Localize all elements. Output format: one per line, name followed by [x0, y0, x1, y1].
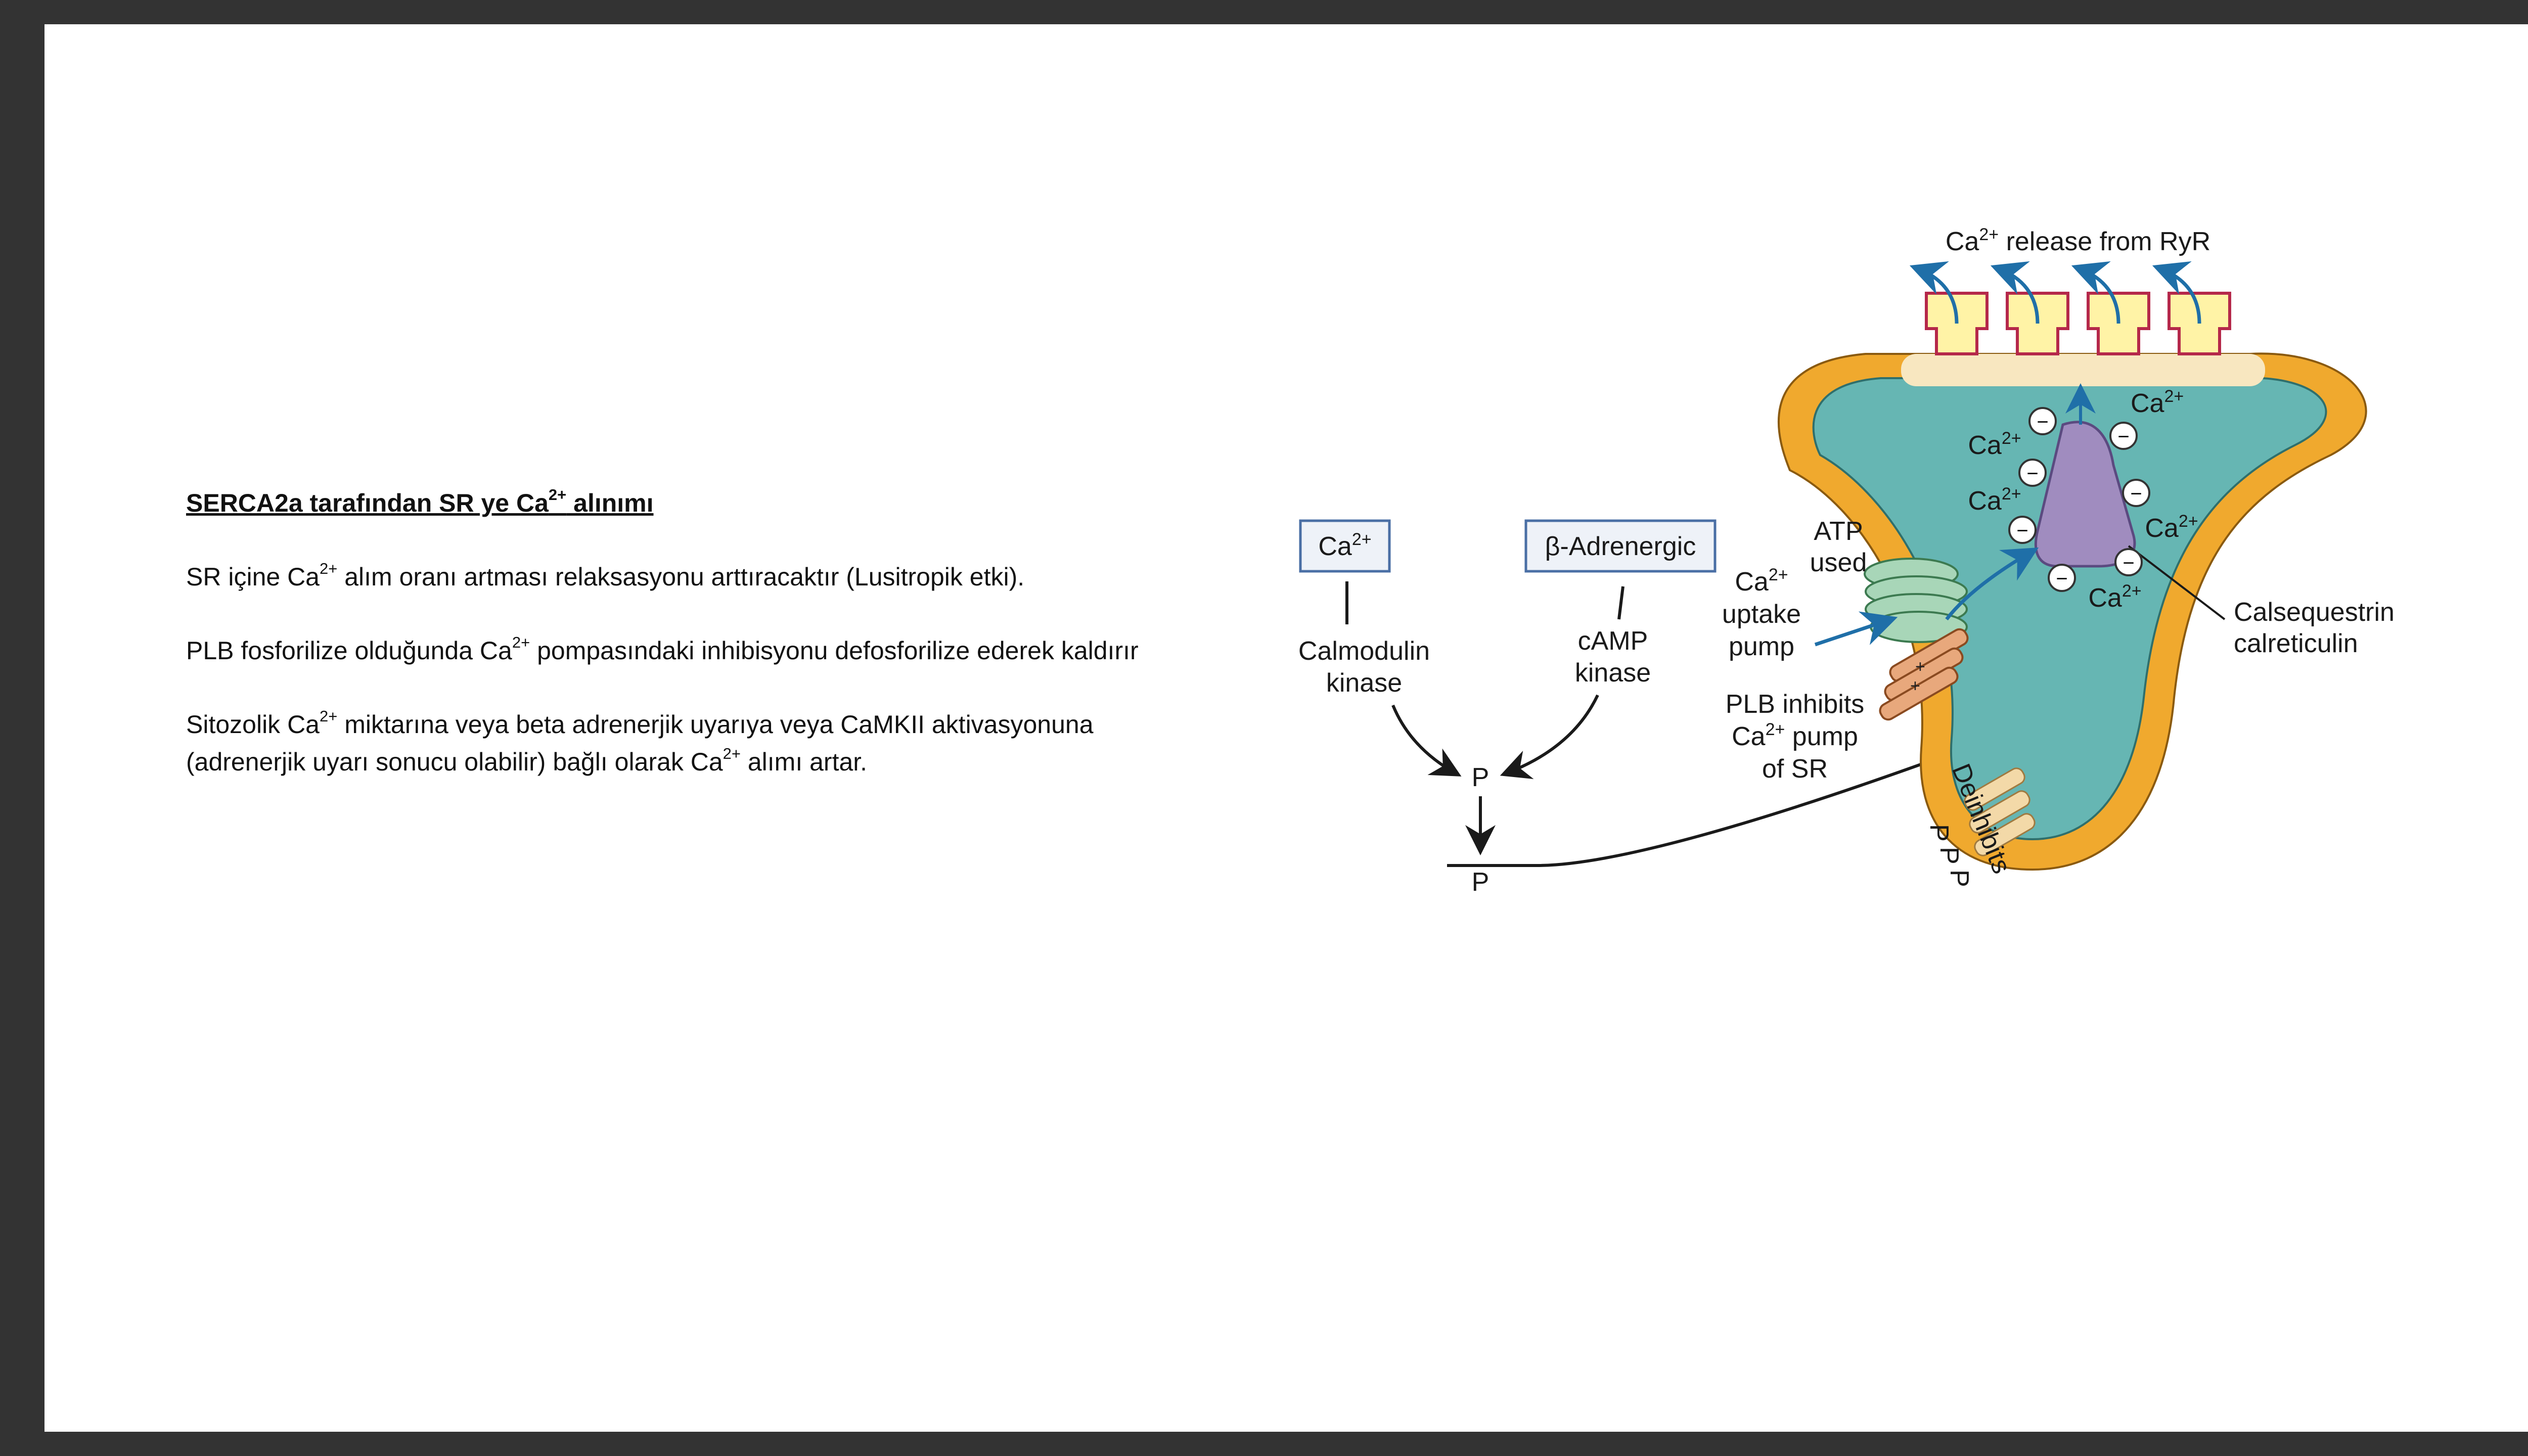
camp-kinase-line1: cAMP: [1578, 626, 1648, 656]
svg-text:−: −: [2056, 568, 2067, 590]
ryr-channel: [2152, 261, 2231, 355]
ca-label-lumen: Ca2+: [2131, 387, 2184, 418]
ryr-channel: [1990, 261, 2069, 355]
phospholamban: + +: [1879, 628, 1969, 721]
plb-inhibits-line3: of SR: [1762, 754, 1828, 784]
p-bottom-label: P: [1472, 868, 1489, 897]
sr-lumen: [1812, 377, 2327, 841]
calmodulin-kinase-line2: kinase: [1326, 668, 1402, 698]
svg-text:−: −: [2037, 411, 2048, 433]
uptake-pump-line1: Ca2+: [1735, 565, 1788, 597]
ca-uptake-arrow-lumen: [1945, 547, 2039, 621]
paragraph-1: SR içine Ca2+ alım oranı artması relaksa…: [186, 559, 1025, 591]
phosphorylated-plb: P P P: [1924, 767, 2036, 887]
calsequestrin-label-line2: calreticulin: [2234, 629, 2358, 658]
beta-adrenergic-box: [1524, 519, 1717, 573]
camp-to-p-arrow: [1500, 694, 1599, 780]
svg-text:−: −: [2117, 426, 2129, 448]
negative-charges: − − − − − − −: [2008, 407, 2150, 592]
ca-box: [1299, 519, 1391, 573]
calsequestrin-label-line1: Calsequestrin: [2234, 598, 2395, 627]
ca-label-lumen: Ca2+: [2145, 512, 2198, 543]
ca-label-lumen: Ca2+: [1968, 484, 2021, 516]
ca-box-label: Ca2+: [1318, 530, 1371, 561]
ryr-channel: [2071, 261, 2150, 355]
paragraph-3: Sitozolik Ca2+ miktarına veya beta adren…: [186, 707, 1094, 776]
ryr-channel: [1909, 261, 1989, 355]
beta-adrenergic-label: β-Adrenergic: [1545, 532, 1696, 561]
atp-used-line2: used: [1810, 548, 1867, 577]
junctional-membrane: [1901, 354, 2265, 386]
ca-label-lumen: Ca2+: [1968, 429, 2021, 460]
slide-heading: SERCA2a tarafından SR ye Ca2+ alınımı: [186, 485, 654, 517]
ca-label-lumen: Ca2+: [2088, 581, 2141, 613]
calsequestrin-leader-line: [2128, 545, 2226, 620]
ryr-channel-group: [1909, 261, 2231, 355]
ryr-release-label: Ca2+ release from RyR: [1946, 225, 2210, 256]
uptake-pump-line2: uptake: [1722, 600, 1801, 629]
phospho-mark: P: [1945, 870, 1974, 887]
plb-inhibits-line2: Ca2+ pump: [1732, 720, 1858, 751]
beta-to-camp-line: [1617, 586, 1624, 620]
sr-compartment: Ca2+ release from RyR − − − − − − − Ca2+…: [1777, 225, 2395, 887]
svg-text:−: −: [2123, 552, 2134, 574]
phospho-mark: P: [1924, 824, 1954, 842]
signaling-pathway: Ca2+ β-Adrenergic Calmodulin kinase cAMP…: [1298, 519, 1958, 897]
p-top-label: P: [1472, 763, 1489, 792]
atp-used-line1: ATP: [1814, 517, 1863, 546]
serca-pump: [1864, 558, 1968, 643]
svg-text:+: +: [1915, 657, 1925, 676]
svg-text:−: −: [2130, 483, 2142, 505]
svg-text:+: +: [1910, 676, 1920, 696]
phospho-mark: P: [1934, 847, 1964, 864]
text-panel: SERCA2a tarafından SR ye Ca2+ alınımı SR…: [186, 484, 1217, 817]
p-to-plb-arrow: [1447, 747, 1958, 867]
calmodulin-kinase-line1: Calmodulin: [1298, 636, 1430, 666]
svg-text:−: −: [2016, 520, 2028, 542]
camp-kinase-line2: kinase: [1575, 658, 1651, 688]
uptake-pump-line3: pump: [1729, 632, 1794, 661]
plb-inhibits-line1: PLB inhibits: [1726, 690, 1865, 719]
svg-text:−: −: [2026, 463, 2038, 485]
paragraph-2: PLB fosforilize olduğunda Ca2+ pompasınd…: [186, 633, 1139, 665]
calmodulin-to-p-arrow: [1391, 704, 1462, 777]
ca-uptake-arrow-in: [1814, 611, 1898, 647]
